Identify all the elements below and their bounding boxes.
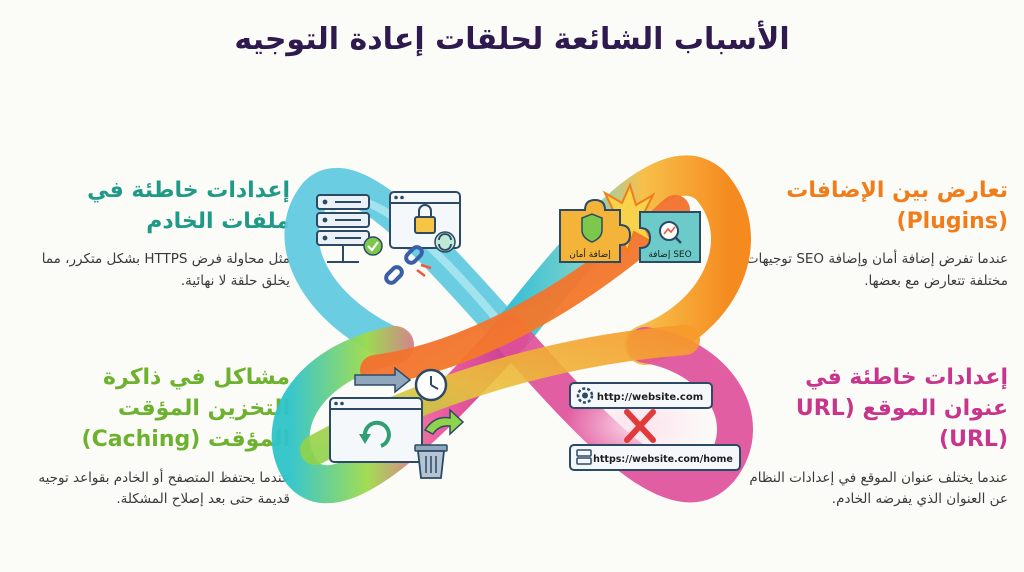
caching-illustration [329, 366, 465, 479]
infinity-loop-diagram: إضافة أمان إضافة SEO [271, 155, 753, 504]
red-x-icon [624, 409, 656, 443]
server-config-illustration [316, 191, 461, 285]
panel-plugins-heading-line2: (Plugins) [896, 209, 1009, 235]
refresh-icon [434, 231, 456, 253]
browser-refresh-icon [329, 397, 423, 463]
panel-server-heading-line2: ملفات الخادم [146, 209, 290, 235]
panel-url-body: عندما يختلف عنوان الموقع في إعدادات النظ… [749, 469, 1008, 508]
ribbon-bottom-left [271, 316, 529, 504]
panel-plugins-body: عندما تفرض إضافة أمان وإضافة SEO توجيهات… [745, 251, 1008, 290]
panel-cache-body: عندما يحتفظ المتصفح أو الخادم بقواعد توج… [38, 469, 290, 508]
panel-plugins-heading-line1: تعارض بين الإضافات [786, 178, 1008, 203]
panel-url-settings: إعدادات خاطئة في عنوان الموقع (URL (URL)… [738, 362, 1008, 511]
gear-icon [576, 387, 594, 404]
clock-icon [414, 368, 448, 402]
arrow-right-icon [354, 366, 412, 394]
server-small-icon [576, 449, 592, 465]
ribbon-cross-a [360, 195, 690, 385]
puzzle-security-label: إضافة أمان [569, 248, 611, 260]
panel-plugins-conflict: تعارض بين الإضافات (Plugins) عندما تفرض … [738, 175, 1008, 293]
panel-caching: مشاكل في ذاكرة التخزين المؤقت المؤقت (Ca… [20, 362, 290, 511]
panel-cache-heading-line2: التخزين المؤقت [117, 396, 290, 422]
check-icon [363, 236, 383, 256]
plugins-illustration: إضافة أمان إضافة SEO [559, 182, 701, 263]
panel-cache-heading-line3: المؤقت (Caching) [81, 427, 290, 453]
url-bar-https: https://website.com/home [569, 444, 741, 471]
trash-icon [414, 444, 448, 479]
puzzle-seo-label: إضافة SEO [648, 250, 691, 260]
panel-url-heading: إعدادات خاطئة في عنوان الموقع (URL (URL) [738, 362, 1008, 456]
url-illustration: http://website.com https://website.com/h… [565, 380, 741, 471]
panel-server-config: إعدادات خاطئة في ملفات الخادم مثل محاولة… [20, 175, 290, 293]
broken-link-icon [384, 245, 432, 285]
url-https-text: https://website.com/home [593, 454, 733, 465]
panel-url-heading-line1: إعدادات خاطئة في [805, 365, 1008, 390]
panel-url-heading-line2: عنوان الموقع (URL [795, 396, 1008, 422]
panel-cache-heading-line1: مشاكل في ذاكرة [103, 365, 290, 390]
panel-plugins-heading: تعارض بين الإضافات (Plugins) [738, 175, 1008, 237]
panel-server-body: مثل محاولة فرض HTTPS بشكل متكرر، مما يخل… [41, 251, 290, 290]
arrow-green-icon [423, 408, 465, 436]
panel-server-heading-line1: إعدادات خاطئة في [87, 178, 290, 203]
panel-url-heading-line3: (URL) [939, 427, 1008, 453]
puzzle-security-icon: إضافة أمان [559, 198, 632, 263]
page-title: الأسباب الشائعة لحلقات إعادة التوجيه [234, 22, 790, 57]
puzzle-seo-icon: إضافة SEO [639, 211, 701, 263]
panel-server-heading: إعدادات خاطئة في ملفات الخادم [20, 175, 290, 237]
url-bar-http: http://website.com [569, 382, 713, 409]
server-stack-icon [316, 194, 370, 263]
panel-cache-heading: مشاكل في ذاكرة التخزين المؤقت المؤقت (Ca… [20, 362, 290, 456]
url-http-text: http://website.com [597, 392, 703, 403]
